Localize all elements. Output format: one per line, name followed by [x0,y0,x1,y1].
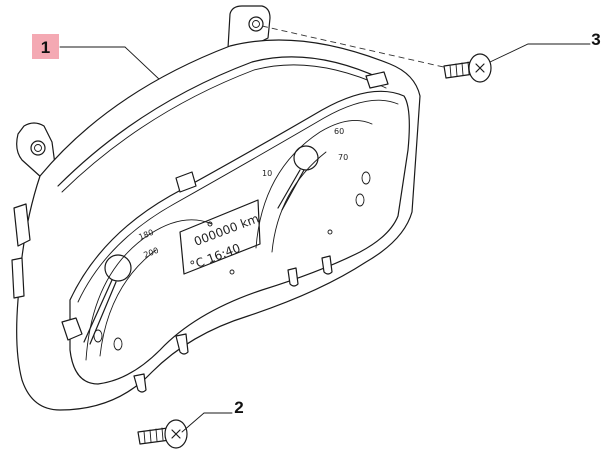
callout-2-leader [181,412,233,433]
callout-3-leader [489,43,591,63]
callout-1-number: 1 [41,38,50,57]
screw-3-axis [261,25,449,69]
callout-3-number: 3 [591,30,600,49]
callout-2: 2 [181,398,244,433]
rev-label-70: 70 [338,153,348,162]
rev-label-60: 60 [334,127,344,136]
rev-label-10: 10 [262,169,272,178]
hood-rim [57,56,385,187]
callout-3: 3 [489,30,601,63]
callout-1-highlight [32,34,59,59]
inner-face [69,90,410,385]
screw-icon [137,419,188,449]
callout-1: 1 [32,34,161,81]
tachometer: 10 60 70 [255,119,373,253]
screw-icon [443,53,492,83]
instrument-cluster: 180 200 000000 km °C 16:40 10 60 70 [11,5,421,411]
bottom-pegs [133,255,333,393]
callout-1-leader [59,46,161,81]
left-mounting-tab [16,122,57,179]
callout-2-number: 2 [234,398,243,417]
top-mounting-tab [227,5,271,49]
